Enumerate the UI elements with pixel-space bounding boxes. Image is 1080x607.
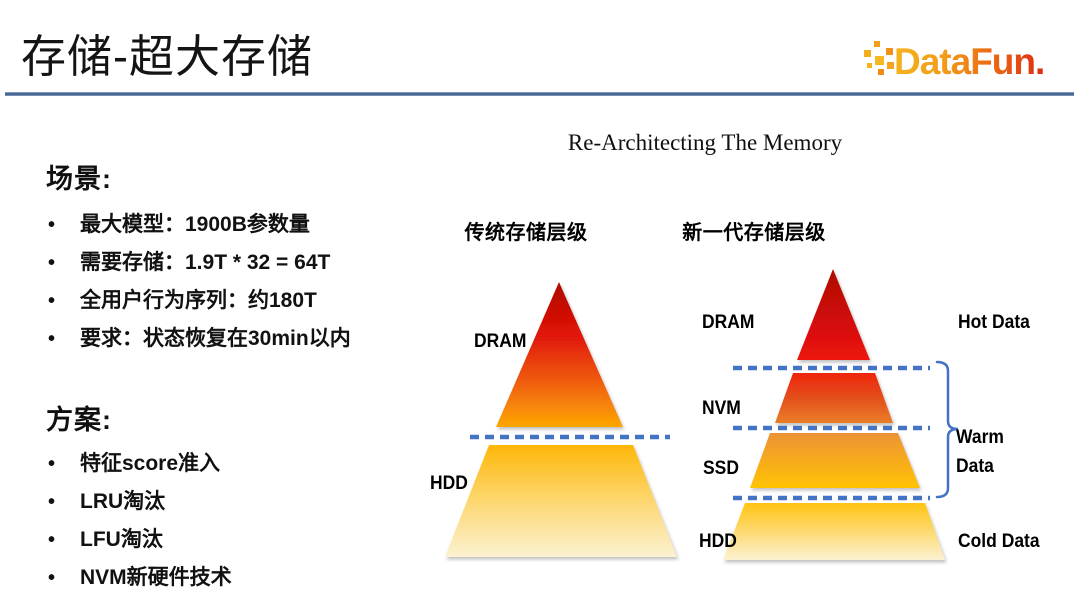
diagram-title: Re-Architecting The Memory [567, 130, 843, 155]
list-item: NVM新硬件技术 [46, 559, 232, 597]
list-item: 特征score准入 [46, 445, 232, 483]
title-divider [5, 92, 1074, 96]
right-pyramid-hdd-layer [723, 503, 945, 560]
page-title: 存储-超大存储 [21, 31, 313, 82]
scenario-list: 最大模型：1900B参数量 需要存储：1.9T * 32 = 64T 全用户行为… [46, 206, 351, 358]
right-pyramid-dram-layer [797, 269, 870, 360]
scenario-heading: 场景: [46, 164, 112, 194]
solution-list: 特征score准入 LRU淘汰 LFU淘汰 NVM新硬件技术 [46, 445, 232, 597]
left-pyramid-hdd-layer [445, 445, 677, 557]
warm-data-bracket-icon [935, 360, 959, 499]
list-item: LRU淘汰 [46, 483, 232, 521]
right-pyramid-nvm-label: NVM [702, 398, 741, 419]
right-pyramid-ssd-layer [750, 433, 920, 488]
logo-text: DataFun. [894, 41, 1044, 82]
right-pyramid-nvm-layer [775, 373, 893, 423]
left-pyramid-dram-label: DRAM [474, 331, 527, 352]
cold-data-annotation: Cold Data [958, 531, 1040, 552]
datafun-logo: DataFun. [862, 32, 1052, 84]
pyramid-heading-traditional: 传统存储层级 [464, 222, 588, 244]
list-item: 需要存储：1.9T * 32 = 64T [46, 244, 351, 282]
left-pyramid-hdd-label: HDD [430, 473, 468, 494]
list-item: 要求：状态恢复在30min以内 [46, 320, 351, 358]
hot-data-annotation: Hot Data [958, 312, 1030, 333]
warm-data-annotation: Warm Data [956, 427, 1004, 477]
right-pyramid-hdd-label: HDD [699, 531, 737, 552]
logo-pixels-icon [864, 41, 894, 75]
list-item: 全用户行为序列：约180T [46, 282, 351, 320]
right-pyramid-ssd-label: SSD [703, 458, 739, 479]
datafun-logo-icon: DataFun. [864, 41, 1045, 82]
solution-heading: 方案: [46, 405, 112, 435]
left-pyramid-dram-layer [496, 282, 623, 427]
list-item: LFU淘汰 [46, 521, 232, 559]
storage-pyramids-diagram [445, 269, 959, 560]
right-pyramid-dram-label: DRAM [702, 312, 755, 333]
pyramid-heading-nextgen: 新一代存储层级 [682, 222, 826, 244]
list-item: 最大模型：1900B参数量 [46, 206, 351, 244]
